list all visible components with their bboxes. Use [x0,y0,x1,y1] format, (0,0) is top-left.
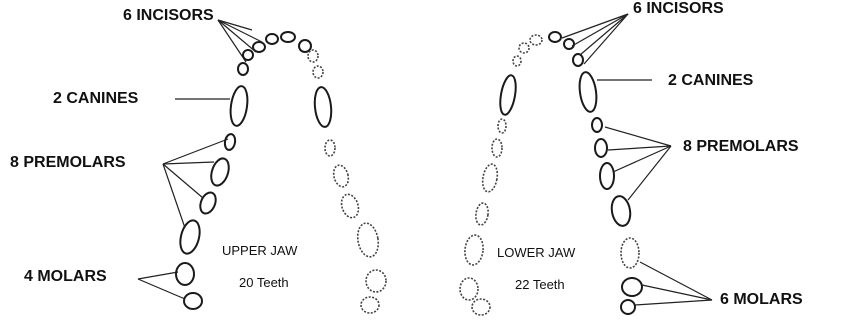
upper-premolar [355,222,381,259]
upper-jaw-left-teeth [176,32,295,309]
lower-premolar [475,202,490,225]
lower-incisor [513,56,521,66]
upper-molar [366,270,386,292]
upper-premolars-label: 8 PREMOLARS [10,155,126,171]
upper-molar [361,297,379,313]
upper-premolar [177,218,203,255]
upper-incisor [243,50,253,60]
upper-molars-label: 4 MOLARS [24,269,107,285]
upper-jaw-right-teeth [299,40,386,313]
upper-incisor [308,50,318,62]
upper-molar [184,293,202,309]
lower-incisor [549,32,561,42]
upper-premolar [224,133,237,150]
lower-premolar [592,118,602,132]
lower-premolar [481,163,500,193]
lower-incisor [573,54,583,66]
lower-premolar [498,119,506,133]
lower-incisor [530,35,542,45]
upper-premolar [325,140,335,156]
upper-canine [228,85,249,127]
lower-canine [498,74,519,116]
upper-incisors-label: 6 INCISORS [123,8,214,24]
upper-premolar [339,192,362,220]
lower-molar [472,299,490,315]
upper-incisor [281,32,295,42]
lower-molar [621,300,635,314]
upper-incisor [299,40,311,52]
lower-premolar [600,163,614,189]
lower-jaw-title: LOWER JAW [497,246,575,259]
lower-premolar [595,139,607,157]
upper-incisor [266,34,278,44]
upper-premolar [331,164,350,189]
lower-jaw-right-teeth [549,32,642,314]
lower-canine [577,71,598,113]
lower-canines-label: 2 CANINES [668,73,753,89]
upper-jaw-title: UPPER JAW [222,244,297,257]
lower-jaw-left-teeth [460,35,542,315]
upper-jaw-tooth-count: 20 Teeth [239,276,289,289]
lower-incisor [564,39,574,49]
upper-canines-label: 2 CANINES [53,91,138,107]
upper-premolar [208,156,232,188]
lower-incisor [519,43,529,53]
lower-molars-label: 6 MOLARS [720,292,803,308]
upper-canine [313,86,333,127]
lower-molar [463,234,484,266]
upper-incisor [313,66,323,78]
upper-molar [176,263,194,285]
upper-incisor [238,63,248,75]
lower-jaw-tooth-count: 22 Teeth [515,278,565,291]
upper-premolar [197,190,218,216]
lower-premolar [492,139,502,157]
lower-molar [621,238,639,268]
lower-incisors-label: 6 INCISORS [633,1,724,17]
lower-premolars-label: 8 PREMOLARS [683,139,799,155]
lower-molar [460,278,478,300]
lower-molar [622,278,642,296]
